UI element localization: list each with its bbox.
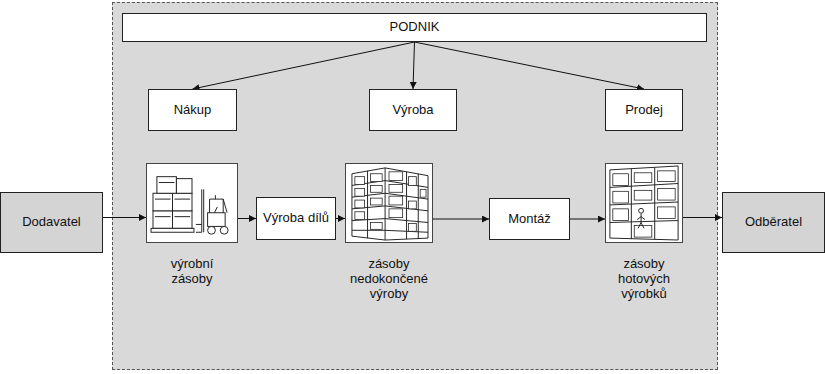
department-box: Prodej — [605, 89, 683, 131]
flow-arrow — [433, 219, 489, 220]
department-box: Nákup — [148, 89, 237, 131]
stock-caption: výrobní zásoby — [152, 257, 232, 287]
stock-picture-node: zásoby nedokončené výroby — [345, 163, 433, 243]
box-label: Nákup — [171, 103, 215, 118]
box-label: Odběratel — [742, 215, 805, 230]
flow-arrow — [336, 218, 345, 219]
work-in-progress-picture — [345, 163, 433, 243]
flow-arrow — [193, 42, 415, 89]
raw-material-stock-picture — [146, 163, 238, 243]
process-box: Výroba dílů — [256, 197, 336, 240]
finished-goods-picture — [605, 163, 683, 243]
partner-box: Dodavatel — [0, 192, 103, 253]
stock-caption: zásoby nedokončené výroby — [346, 257, 432, 302]
box-label: Výroba — [389, 103, 436, 118]
stock-caption: zásoby hotových výrobků — [602, 257, 686, 302]
box-label: Montáž — [505, 212, 554, 227]
box-label: Výroba dílů — [260, 211, 332, 226]
process-box: Montáž — [489, 198, 570, 240]
flow-arrow — [415, 42, 645, 89]
flow-arrow — [570, 219, 605, 220]
flow-arrow — [683, 217, 722, 218]
box-label: Prodej — [622, 103, 666, 118]
flow-arrow — [103, 217, 146, 218]
box-label: PODNIK — [387, 20, 443, 35]
department-box: Výroba — [369, 89, 457, 131]
box-label: Dodavatel — [19, 215, 84, 230]
flow-arrow — [238, 218, 256, 219]
flow-arrow — [413, 42, 415, 89]
stock-picture-node: výrobní zásoby — [146, 163, 238, 243]
partner-box: Odběratel — [722, 192, 825, 253]
enterprise-box: PODNIK — [122, 13, 707, 42]
stock-picture-node: zásoby hotových výrobků — [605, 163, 683, 243]
